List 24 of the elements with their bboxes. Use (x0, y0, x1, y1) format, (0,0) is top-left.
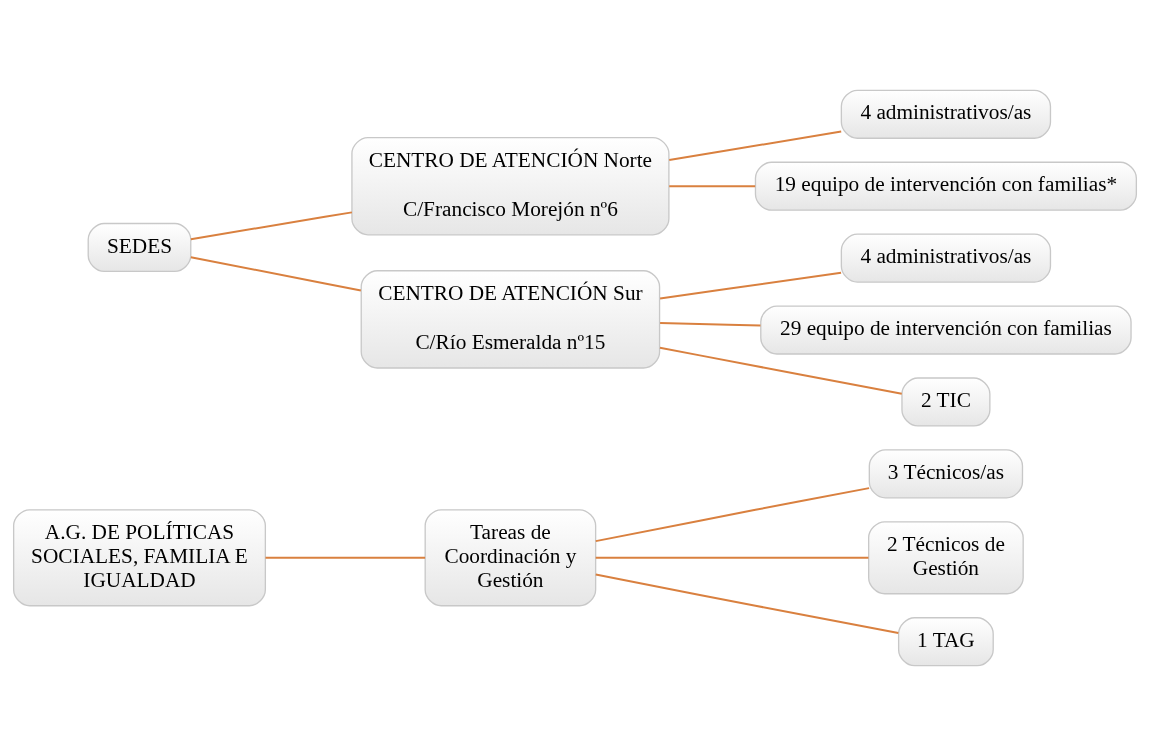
node-box: SEDES (87, 222, 192, 273)
connector (668, 130, 843, 162)
node-box: 2 Técnicos de Gestión (868, 521, 1024, 595)
connector (594, 556, 870, 559)
node-box: A.G. DE POLÍTICAS SOCIALES, FAMILIA E IGUALDAD (12, 509, 266, 607)
connector (658, 346, 903, 395)
node-box: 4 administrativos/as (840, 233, 1052, 283)
node-box: 4 administrativos/as (840, 89, 1052, 139)
node-box: 29 equipo de intervención con familias (760, 305, 1132, 355)
node-box: 1 TAG (897, 617, 994, 667)
connector (264, 556, 427, 559)
node-box: 3 Técnicos/as (868, 449, 1024, 499)
connector (659, 271, 843, 300)
node-box: 2 TIC (901, 377, 991, 427)
connector (668, 185, 757, 188)
connector (189, 256, 362, 292)
connector (594, 573, 900, 634)
node-box: 19 equipo de intervención con familias* (754, 161, 1138, 211)
node-box: CENTRO DE ATENCIÓN Sur C/Río Esmeralda nº15 (360, 270, 661, 369)
connector (189, 211, 353, 241)
connector (594, 487, 871, 543)
node-box: CENTRO DE ATENCIÓN Norte C/Francisco Morejón nº6 (351, 136, 670, 236)
connector (659, 322, 762, 327)
node-box: Tareas de Coordinación y Gestión (424, 509, 597, 607)
